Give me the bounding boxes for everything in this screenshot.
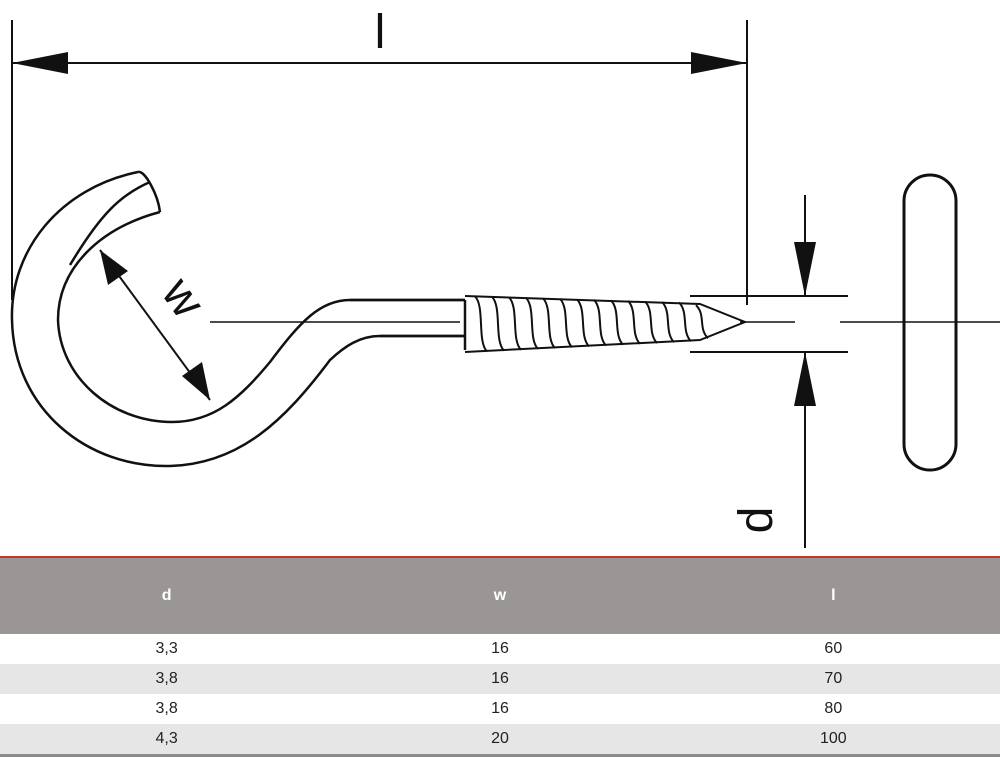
- thread-ridge: [508, 296, 522, 351]
- table-row: 3,8 16 80: [0, 694, 1000, 724]
- dimension-table: d w l 3,3 16 60 3,8 16 70 3,8 16 80 4,3 …: [0, 556, 1000, 760]
- cell-d: 3,8: [155, 700, 178, 717]
- thread-ridge: [474, 295, 488, 353]
- thread-ridge: [559, 298, 573, 348]
- label-w: w: [151, 268, 215, 328]
- hook-body: [10, 170, 467, 468]
- cell-w: 16: [491, 640, 509, 657]
- thread-ridge: [610, 299, 624, 346]
- diameter-dimension: d: [690, 195, 848, 548]
- cell-l: 70: [824, 670, 843, 687]
- screw-hook-technical-drawing: l w d: [10, 6, 1000, 548]
- side-view-profile: [902, 173, 958, 472]
- header-w: w: [493, 587, 507, 604]
- thread-ridge: [678, 301, 692, 343]
- thread-ridge: [644, 300, 658, 344]
- table-row: 3,8 16 70: [0, 664, 1000, 694]
- label-l: l: [375, 6, 386, 59]
- cell-w: 20: [491, 730, 509, 747]
- cell-d: 3,8: [155, 670, 178, 687]
- cell-l: 80: [824, 700, 843, 717]
- cell-w: 16: [491, 700, 509, 717]
- thread-section: [464, 295, 748, 353]
- cell-w: 16: [491, 670, 509, 687]
- cell-d: 4,3: [155, 730, 178, 747]
- cell-l: 60: [824, 640, 843, 657]
- header-l: l: [831, 587, 836, 604]
- label-d: d: [730, 507, 783, 534]
- thread-ridge: [576, 298, 590, 348]
- thread-ridge: [627, 300, 641, 345]
- thread-ridge: [491, 296, 505, 352]
- header-d: d: [161, 587, 172, 604]
- cell-d: 3,3: [155, 640, 178, 657]
- thread-ridge: [542, 297, 556, 349]
- width-dimension: w: [99, 249, 215, 401]
- length-dimension: l: [11, 6, 748, 305]
- thread-ridge: [661, 301, 675, 343]
- thread-ridge: [695, 304, 709, 339]
- table-row: 4,3 20 100: [0, 724, 1000, 757]
- cell-l: 100: [819, 730, 847, 747]
- thread-ridge: [593, 299, 607, 347]
- table-header: d w l: [0, 556, 1000, 634]
- table-row: 3,3 16 60: [0, 634, 1000, 664]
- thread-ridge: [525, 297, 539, 350]
